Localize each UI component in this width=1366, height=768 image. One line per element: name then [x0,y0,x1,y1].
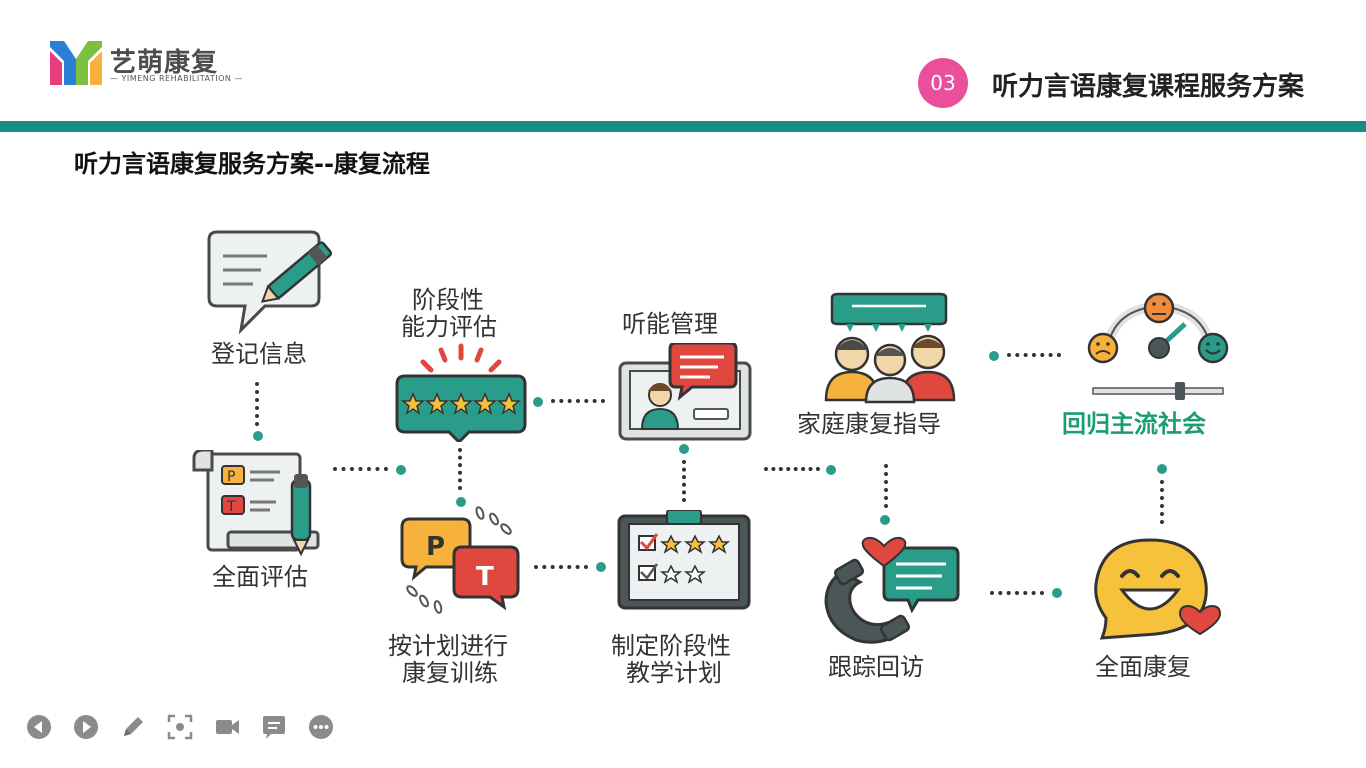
connector-assess-stage [333,467,388,475]
connector-node [456,497,466,507]
connector-node [880,515,890,525]
pen-icon[interactable] [120,714,146,740]
connector-node [253,431,263,441]
step-register-label: 登记信息 [211,340,307,368]
connector-node [679,444,689,454]
next-icon[interactable] [73,714,99,740]
step-mainstream-label: 回归主流社会 [1062,410,1206,438]
step-plan-label-line1: 制定阶段性 [611,632,731,660]
prev-icon[interactable] [26,714,52,740]
assess-illustration: P T [192,450,320,557]
svg-text:T: T [226,499,236,515]
section-title: 听力言语康复课程服务方案 [992,72,1305,102]
connector-stage-training [458,448,466,490]
step-stage-assess-label-line1: 阶段性 [412,286,484,314]
full-rehab-illustration [1094,538,1222,640]
connector-followup-full [990,591,1044,599]
register-illustration [207,230,332,335]
svg-text:T: T [476,562,494,592]
step-training-label-line1: 按计划进行 [388,632,508,660]
connector-full-mainstream [1160,480,1168,524]
connector-training-plan [534,565,588,573]
svg-text:P: P [227,469,235,485]
connector-node [596,562,606,572]
rating-illustration [395,343,527,442]
section-number-badge: 03 [918,58,968,108]
connector-node [396,465,406,475]
training-illustration: P T [400,506,520,614]
connector-node [1157,464,1167,474]
family-illustration [824,292,956,404]
connector-plan-family [764,467,820,475]
page-title: 听力言语康复服务方案--康复流程 [74,150,430,178]
step-full-rehab-label: 全面康复 [1095,653,1191,681]
connector-node [1052,588,1062,598]
step-followup-label: 跟踪回访 [828,653,924,681]
comment-icon[interactable] [261,714,287,740]
svg-text:P: P [426,532,445,562]
header-divider [0,121,1366,132]
connector-node [826,465,836,475]
connector-register-assess [255,382,263,426]
mainstream-illustration [1087,292,1229,400]
screenshot-icon[interactable] [167,714,193,740]
step-family-label: 家庭康复指导 [797,410,941,438]
connector-hearing-plan [682,460,690,502]
connector-node [533,397,543,407]
connector-family-mainstream [1007,353,1061,361]
step-plan-label-line2: 教学计划 [626,659,722,687]
brand-subtitle: — YIMENG REHABILITATION — [110,74,243,83]
connector-family-followup [884,464,892,508]
step-stage-assess-label-line2: 能力评估 [401,313,497,341]
connector-node [989,351,999,361]
followup-illustration [824,536,960,644]
brand-name: 艺萌康复 [110,48,219,78]
connector-stage-hearing [551,399,605,407]
step-assess-label: 全面评估 [212,563,308,591]
logo-icon [50,41,102,85]
plan-illustration [617,510,751,610]
video-icon[interactable] [214,714,240,740]
step-training-label-line2: 康复训练 [402,659,498,687]
step-hearing-label: 听能管理 [622,310,718,338]
hearing-illustration [618,343,752,441]
more-icon[interactable] [308,714,334,740]
